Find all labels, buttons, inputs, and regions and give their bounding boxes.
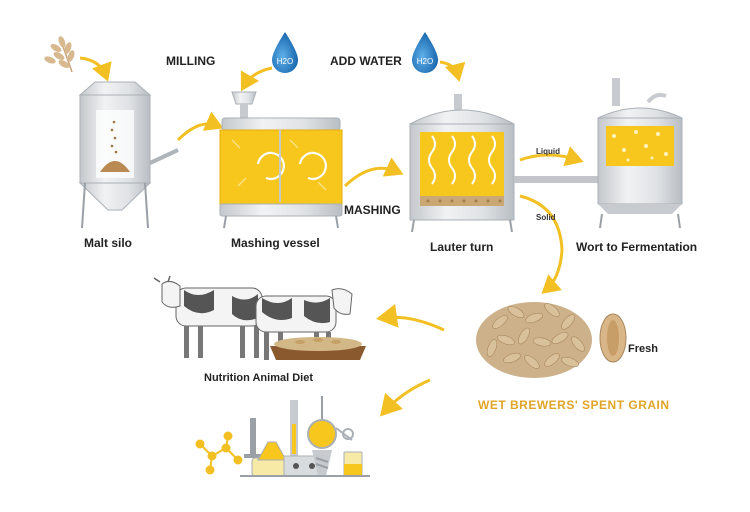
milling-label: MILLING	[166, 54, 216, 68]
malt-silo	[78, 81, 179, 229]
lab-equipment-icon	[240, 396, 370, 477]
spent-grain-pile	[476, 302, 627, 378]
arrow-mash-to-lauter	[343, 157, 404, 188]
h2o-label-1: H2O	[277, 57, 293, 66]
cow-icon	[153, 275, 263, 358]
nutrition-animal-diet-label: Nutrition Animal Diet	[204, 372, 313, 384]
add-water-label: ADD WATER	[330, 54, 402, 68]
mashing-label: MASHING	[344, 203, 401, 217]
arrow-silo-to-mash	[176, 111, 224, 142]
solid-label: Solid	[536, 213, 556, 222]
water-drop-icon: H2O	[412, 32, 438, 73]
liquid-label: Liquid	[536, 147, 560, 156]
lauter-tun	[409, 94, 598, 233]
malt-silo-label: Malt silo	[84, 236, 133, 250]
fermentation-tank	[597, 78, 683, 229]
arrow-liquid	[519, 146, 584, 167]
arrow-wheat-to-silo	[79, 56, 112, 82]
arrow-grain-to-lab	[379, 378, 431, 417]
wort-to-fermentation-label: Wort to Fermentation	[576, 240, 698, 254]
water-drop-icon: H2O	[272, 32, 298, 73]
arrow-water-to-lauter	[439, 60, 466, 82]
lauter-turn-label: Lauter turn	[430, 240, 494, 254]
wheat-icon	[44, 36, 75, 73]
arrow-grain-to-animal	[376, 304, 445, 332]
feed-trough	[270, 337, 366, 360]
fresh-label: Fresh	[628, 343, 658, 355]
molecule-icon	[195, 431, 243, 475]
mashing-vessel	[219, 91, 343, 229]
arrow-solid	[519, 194, 564, 294]
arrow-water-to-mash	[240, 66, 273, 92]
wet-brewers-spent-grain-label: WET BREWERS' SPENT GRAIN	[478, 398, 670, 412]
mashing-vessel-label: Mashing vessel	[231, 236, 320, 250]
h2o-label-2: H2O	[417, 57, 433, 66]
